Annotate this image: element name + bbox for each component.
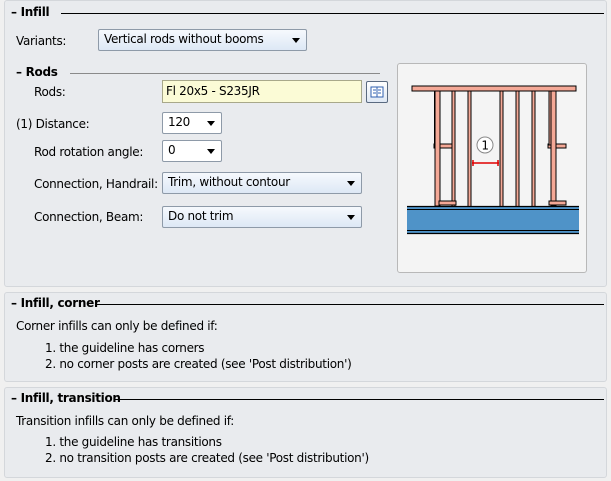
chevron-down-icon [292,38,300,43]
section-title: Infill [20,5,50,19]
collapse-icon: – [16,65,26,79]
section-title: Rods [25,65,58,79]
corner-item: 2. no corner posts are created (see 'Pos… [45,357,352,371]
infill-transition-panel: – Infill, transition Transition infills … [4,387,607,478]
rotation-label: Rod rotation angle: [34,145,144,159]
marker-circle [476,136,494,154]
railing-illustration: 1 [407,85,579,235]
catalog-button[interactable] [366,81,388,103]
beam-dropdown[interactable]: Do not trim [162,206,362,228]
rods-input[interactable]: Fl 20x5 - S235JR [162,80,362,103]
variants-label: Variants: [16,34,67,48]
divider [114,399,604,400]
variants-value: Vertical rods without booms [104,32,264,46]
divider [70,73,380,74]
chevron-down-icon [207,121,215,126]
chevron-down-icon [347,181,355,186]
dimension-arrow [472,160,499,166]
rods-value: Fl 20x5 - S235JR [166,84,260,98]
handrail [411,85,577,92]
collapse-icon: – [11,296,21,310]
corner-intro: Corner infills can only be defined if: [16,319,218,333]
collapse-icon: – [11,5,21,19]
beam-value: Do not trim [168,209,234,223]
rods-label: Rods: [34,85,66,99]
section-title: Infill, corner [20,296,100,310]
variants-dropdown[interactable]: Vertical rods without booms [98,29,307,51]
handrail-label: Connection, Handrail: [34,177,158,191]
distance-value: 120 [168,115,191,129]
transition-intro: Transition infills can only be defined i… [16,414,235,428]
divider [61,13,604,14]
infill-header: – Infill [11,5,604,19]
transition-item: 2. no transition posts are created (see … [45,451,369,465]
beam [407,206,579,234]
section-title: Infill, transition [20,391,121,405]
corner-header: – Infill, corner [11,296,604,310]
beam-label: Connection, Beam: [34,210,144,224]
collapse-icon: – [11,391,21,405]
rods-header: – Rods [16,65,380,79]
chevron-down-icon [347,215,355,220]
transition-item: 1. the guideline has transitions [45,435,222,449]
corner-item: 1. the guideline has corners [45,341,205,355]
divider [97,304,604,305]
distance-dropdown[interactable]: 120 [162,112,222,134]
handrail-value: Trim, without contour [168,175,290,189]
footplate [547,143,567,149]
distance-label: (1) Distance: [16,117,90,131]
chevron-down-icon [207,149,215,154]
marker-label: 1 [481,139,488,153]
transition-header: – Infill, transition [11,391,604,405]
infill-corner-panel: – Infill, corner Corner infills can only… [4,292,607,382]
rotation-dropdown[interactable]: 0 [162,140,222,162]
handrail-dropdown[interactable]: Trim, without contour [162,172,362,194]
infill-diagram: 1 [397,63,587,273]
rotation-value: 0 [168,143,176,157]
catalog-icon [370,86,384,98]
